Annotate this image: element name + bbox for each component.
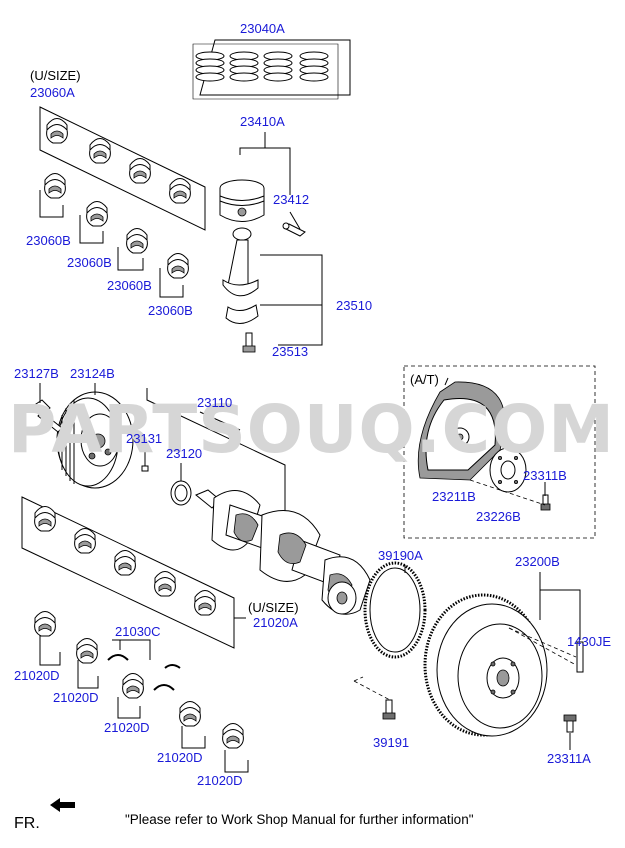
part-21020D-1[interactable]: 21020D <box>14 668 60 683</box>
pulley-bolt <box>32 399 63 433</box>
bearing-shell <box>167 253 189 279</box>
woodruff-key <box>141 437 149 472</box>
bearing-shell <box>89 138 111 164</box>
dowel-pins <box>508 627 584 673</box>
ring-gear <box>363 561 427 659</box>
rod-bolt <box>242 332 256 353</box>
part-23410A[interactable]: 23410A <box>240 114 285 129</box>
flywheel <box>423 572 581 737</box>
drive-plate <box>417 377 505 481</box>
upper-bearing-set-box <box>39 106 206 231</box>
part-23412[interactable]: 23412 <box>273 192 309 207</box>
part-23040A[interactable]: 23040A <box>240 21 285 36</box>
part-23131[interactable]: 23131 <box>126 431 162 446</box>
part-23510[interactable]: 23510 <box>336 298 372 313</box>
part-23211B[interactable]: 23211B <box>432 489 476 504</box>
part-21020A[interactable]: 21020A <box>253 615 298 630</box>
piston-ring-stack <box>299 51 329 82</box>
main-bearing-shell <box>74 528 96 554</box>
workshop-note: "Please refer to Work Shop Manual for fu… <box>125 812 474 827</box>
part-21020D-2[interactable]: 21020D <box>53 690 99 705</box>
piston-ring-stack <box>195 51 225 82</box>
part-23060B-4[interactable]: 23060B <box>148 303 193 318</box>
bearing-shell <box>76 638 98 664</box>
part-23120[interactable]: 23120 <box>166 446 202 461</box>
part-39190A[interactable]: 39190A <box>378 548 423 563</box>
front-label: FR. <box>14 815 40 832</box>
part-21030C[interactable]: 21030C <box>115 624 161 639</box>
crankshaft-pulley <box>32 383 134 489</box>
part-23226B[interactable]: 23226B <box>476 509 521 524</box>
crankshaft <box>146 388 371 615</box>
piston-ring-stack <box>229 51 259 82</box>
bearing-shell <box>129 158 151 184</box>
part-1430JE[interactable]: 1430JE <box>567 634 611 649</box>
watermark: PARTSOUQ.COM <box>8 391 615 468</box>
part-23060B-2[interactable]: 23060B <box>67 255 112 270</box>
main-bearing-shell <box>34 506 56 532</box>
bearing-shell <box>44 173 66 199</box>
bearing-shell <box>34 611 56 637</box>
bearing-21020D-group <box>34 611 249 773</box>
part-23124B[interactable]: 23124B <box>70 366 115 381</box>
flywheel-bolt <box>353 676 396 720</box>
part-21020D-5[interactable]: 21020D <box>197 773 243 788</box>
part-23110[interactable]: 23110 <box>197 395 232 410</box>
usize-label-top: (U/SIZE) <box>30 68 81 83</box>
part-23311A[interactable]: 23311A <box>547 751 591 766</box>
piston-assembly <box>219 132 306 237</box>
main-bearing-shell <box>194 590 216 616</box>
front-direction-arrow <box>50 798 75 812</box>
bearing-shell <box>126 228 148 254</box>
main-bearing-shell <box>114 550 136 576</box>
part-23060B-3[interactable]: 23060B <box>107 278 152 293</box>
at-drive-plate-box <box>403 365 596 539</box>
part-21020D-4[interactable]: 21020D <box>157 750 203 765</box>
bearing-shell <box>46 118 68 144</box>
adapter-plate <box>489 447 527 493</box>
bearing-shell <box>179 701 201 727</box>
thrust-washers <box>107 639 181 691</box>
part-23311B[interactable]: 23311B <box>523 468 567 483</box>
piston-ring-stack <box>263 51 293 82</box>
part-39191[interactable]: 39191 <box>373 735 409 750</box>
part-23513[interactable]: 23513 <box>272 344 308 359</box>
drive-plate-bolt <box>540 494 551 511</box>
main-bearing-shell <box>154 571 176 597</box>
connecting-rod <box>222 227 323 353</box>
lower-main-bearing-set-box <box>21 496 246 649</box>
piston-pin <box>282 222 306 237</box>
at-label: (A/T) <box>410 372 439 387</box>
bearing-shell <box>122 673 144 699</box>
part-23200B[interactable]: 23200B <box>515 554 560 569</box>
bearing-shell <box>169 178 191 204</box>
part-23060B-1[interactable]: 23060B <box>26 233 71 248</box>
bearing-shell <box>86 201 108 227</box>
crankshaft-sprocket <box>170 480 192 506</box>
part-23127B[interactable]: 23127B <box>14 366 59 381</box>
part-21020D-3[interactable]: 21020D <box>104 720 150 735</box>
bearing-23060B-group <box>39 173 189 298</box>
bearing-shell <box>222 723 244 749</box>
piston-ring-set-box <box>192 39 351 100</box>
usize-label-bottom: (U/SIZE) <box>248 600 299 615</box>
part-23060A[interactable]: 23060A <box>30 85 75 100</box>
flywheel-mount-bolt <box>563 714 577 750</box>
